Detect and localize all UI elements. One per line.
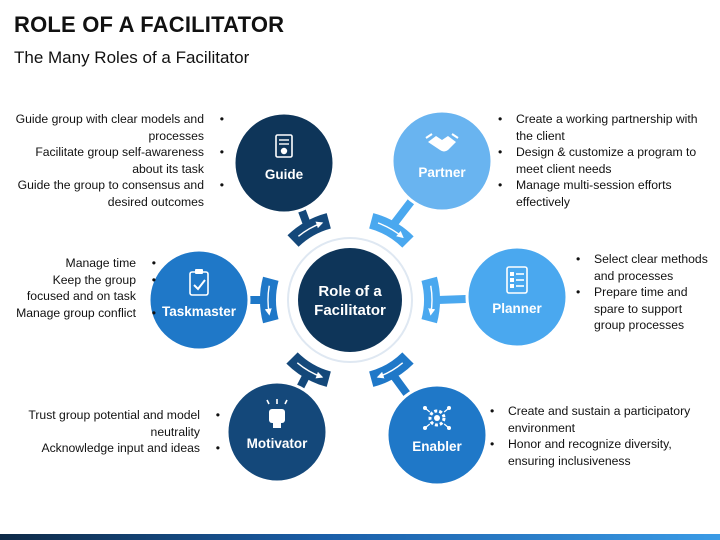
- bullet-item: Create a working partnership with the cl…: [498, 111, 710, 144]
- checklist-icon: [506, 266, 528, 294]
- node-connector: [390, 373, 412, 399]
- guide-bullets: Guide group with clear models and proces…: [10, 111, 224, 211]
- center-label-line: Facilitator: [314, 302, 386, 319]
- bullet-item: Prepare time and spare to support group …: [576, 284, 712, 334]
- role-node-guide: Guide: [232, 111, 336, 215]
- bottom-accent-bar: [0, 534, 720, 540]
- ring-arrow: [297, 221, 324, 237]
- bullet-item: Manage multi-session efforts effectively: [498, 177, 710, 210]
- role-node-enabler: Enabler: [385, 383, 489, 487]
- role-label: Enabler: [412, 439, 462, 454]
- role-circle: [225, 380, 329, 484]
- ring-arrow: [296, 362, 324, 379]
- role-node-taskmaster: Taskmaster: [147, 248, 251, 352]
- ring-arrow: [377, 222, 404, 239]
- role-circle: [232, 111, 336, 215]
- role-label: Partner: [418, 165, 466, 180]
- gear-network-icon: [423, 406, 451, 430]
- role-node-motivator: Motivator: [225, 380, 329, 484]
- ring-segment: [286, 352, 331, 387]
- bullet-item: Facilitate group self-awareness about it…: [10, 144, 224, 177]
- center-circle: [298, 248, 402, 352]
- ring-segment: [421, 276, 440, 324]
- ring-segment: [369, 352, 414, 387]
- role-circle: [465, 245, 569, 349]
- ring-segment: [287, 213, 331, 247]
- bullet-item: Select clear methods and processes: [576, 251, 712, 284]
- planner-bullets: Select clear methods and processes Prepa…: [576, 251, 712, 334]
- bullet-item: Acknowledge input and ideas: [10, 440, 220, 457]
- bullet-item: Guide group with clear models and proces…: [10, 111, 224, 144]
- role-node-planner: Planner: [465, 245, 569, 349]
- ring-segment: [260, 276, 279, 324]
- handshake-icon: [425, 133, 459, 152]
- bullet-item: Honor and recognize diversity, ensuring …: [490, 436, 712, 469]
- role-circle: [390, 109, 494, 213]
- taskmaster-bullets: Manage time Keep the group focused and o…: [8, 255, 156, 321]
- inner-ring: [287, 237, 413, 363]
- clipboard-check-icon: [189, 269, 209, 296]
- role-label: Guide: [265, 167, 304, 182]
- bullet-item: Guide the group to consensus and desired…: [10, 177, 224, 210]
- ring-arrow: [376, 362, 404, 379]
- node-connector: [390, 196, 417, 227]
- slide-title: ROLE OF A FACILITATOR: [14, 12, 285, 37]
- center-label-line: Role of a: [318, 283, 382, 300]
- bullet-item: Trust group potential and model neutrali…: [10, 407, 220, 440]
- bullet-item: Manage group conflict: [8, 305, 156, 322]
- slide-subtitle: The Many Roles of a Facilitator: [14, 48, 250, 67]
- rule-book-icon: [275, 134, 293, 158]
- role-circle: [147, 248, 251, 352]
- raised-fist-icon: [266, 399, 288, 428]
- bullet-item: Keep the group focused and on task: [8, 272, 156, 305]
- role-label: Planner: [492, 301, 542, 316]
- bullet-item: Manage time: [8, 255, 156, 272]
- partner-bullets: Create a working partnership with the cl…: [498, 111, 710, 211]
- ring-arrow: [264, 285, 272, 316]
- ring-segment: [369, 213, 414, 248]
- role-label: Taskmaster: [162, 304, 237, 319]
- ring-arrow: [428, 285, 436, 316]
- motivator-bullets: Trust group potential and model neutrali…: [10, 407, 220, 457]
- bullet-item: Create and sustain a participatory envir…: [490, 403, 712, 436]
- role-circle: [385, 383, 489, 487]
- role-label: Motivator: [247, 436, 308, 451]
- enabler-bullets: Create and sustain a participatory envir…: [490, 403, 712, 469]
- bullet-item: Design & customize a program to meet cli…: [498, 144, 710, 177]
- role-node-partner: Partner: [390, 109, 494, 213]
- node-connector: [437, 294, 470, 304]
